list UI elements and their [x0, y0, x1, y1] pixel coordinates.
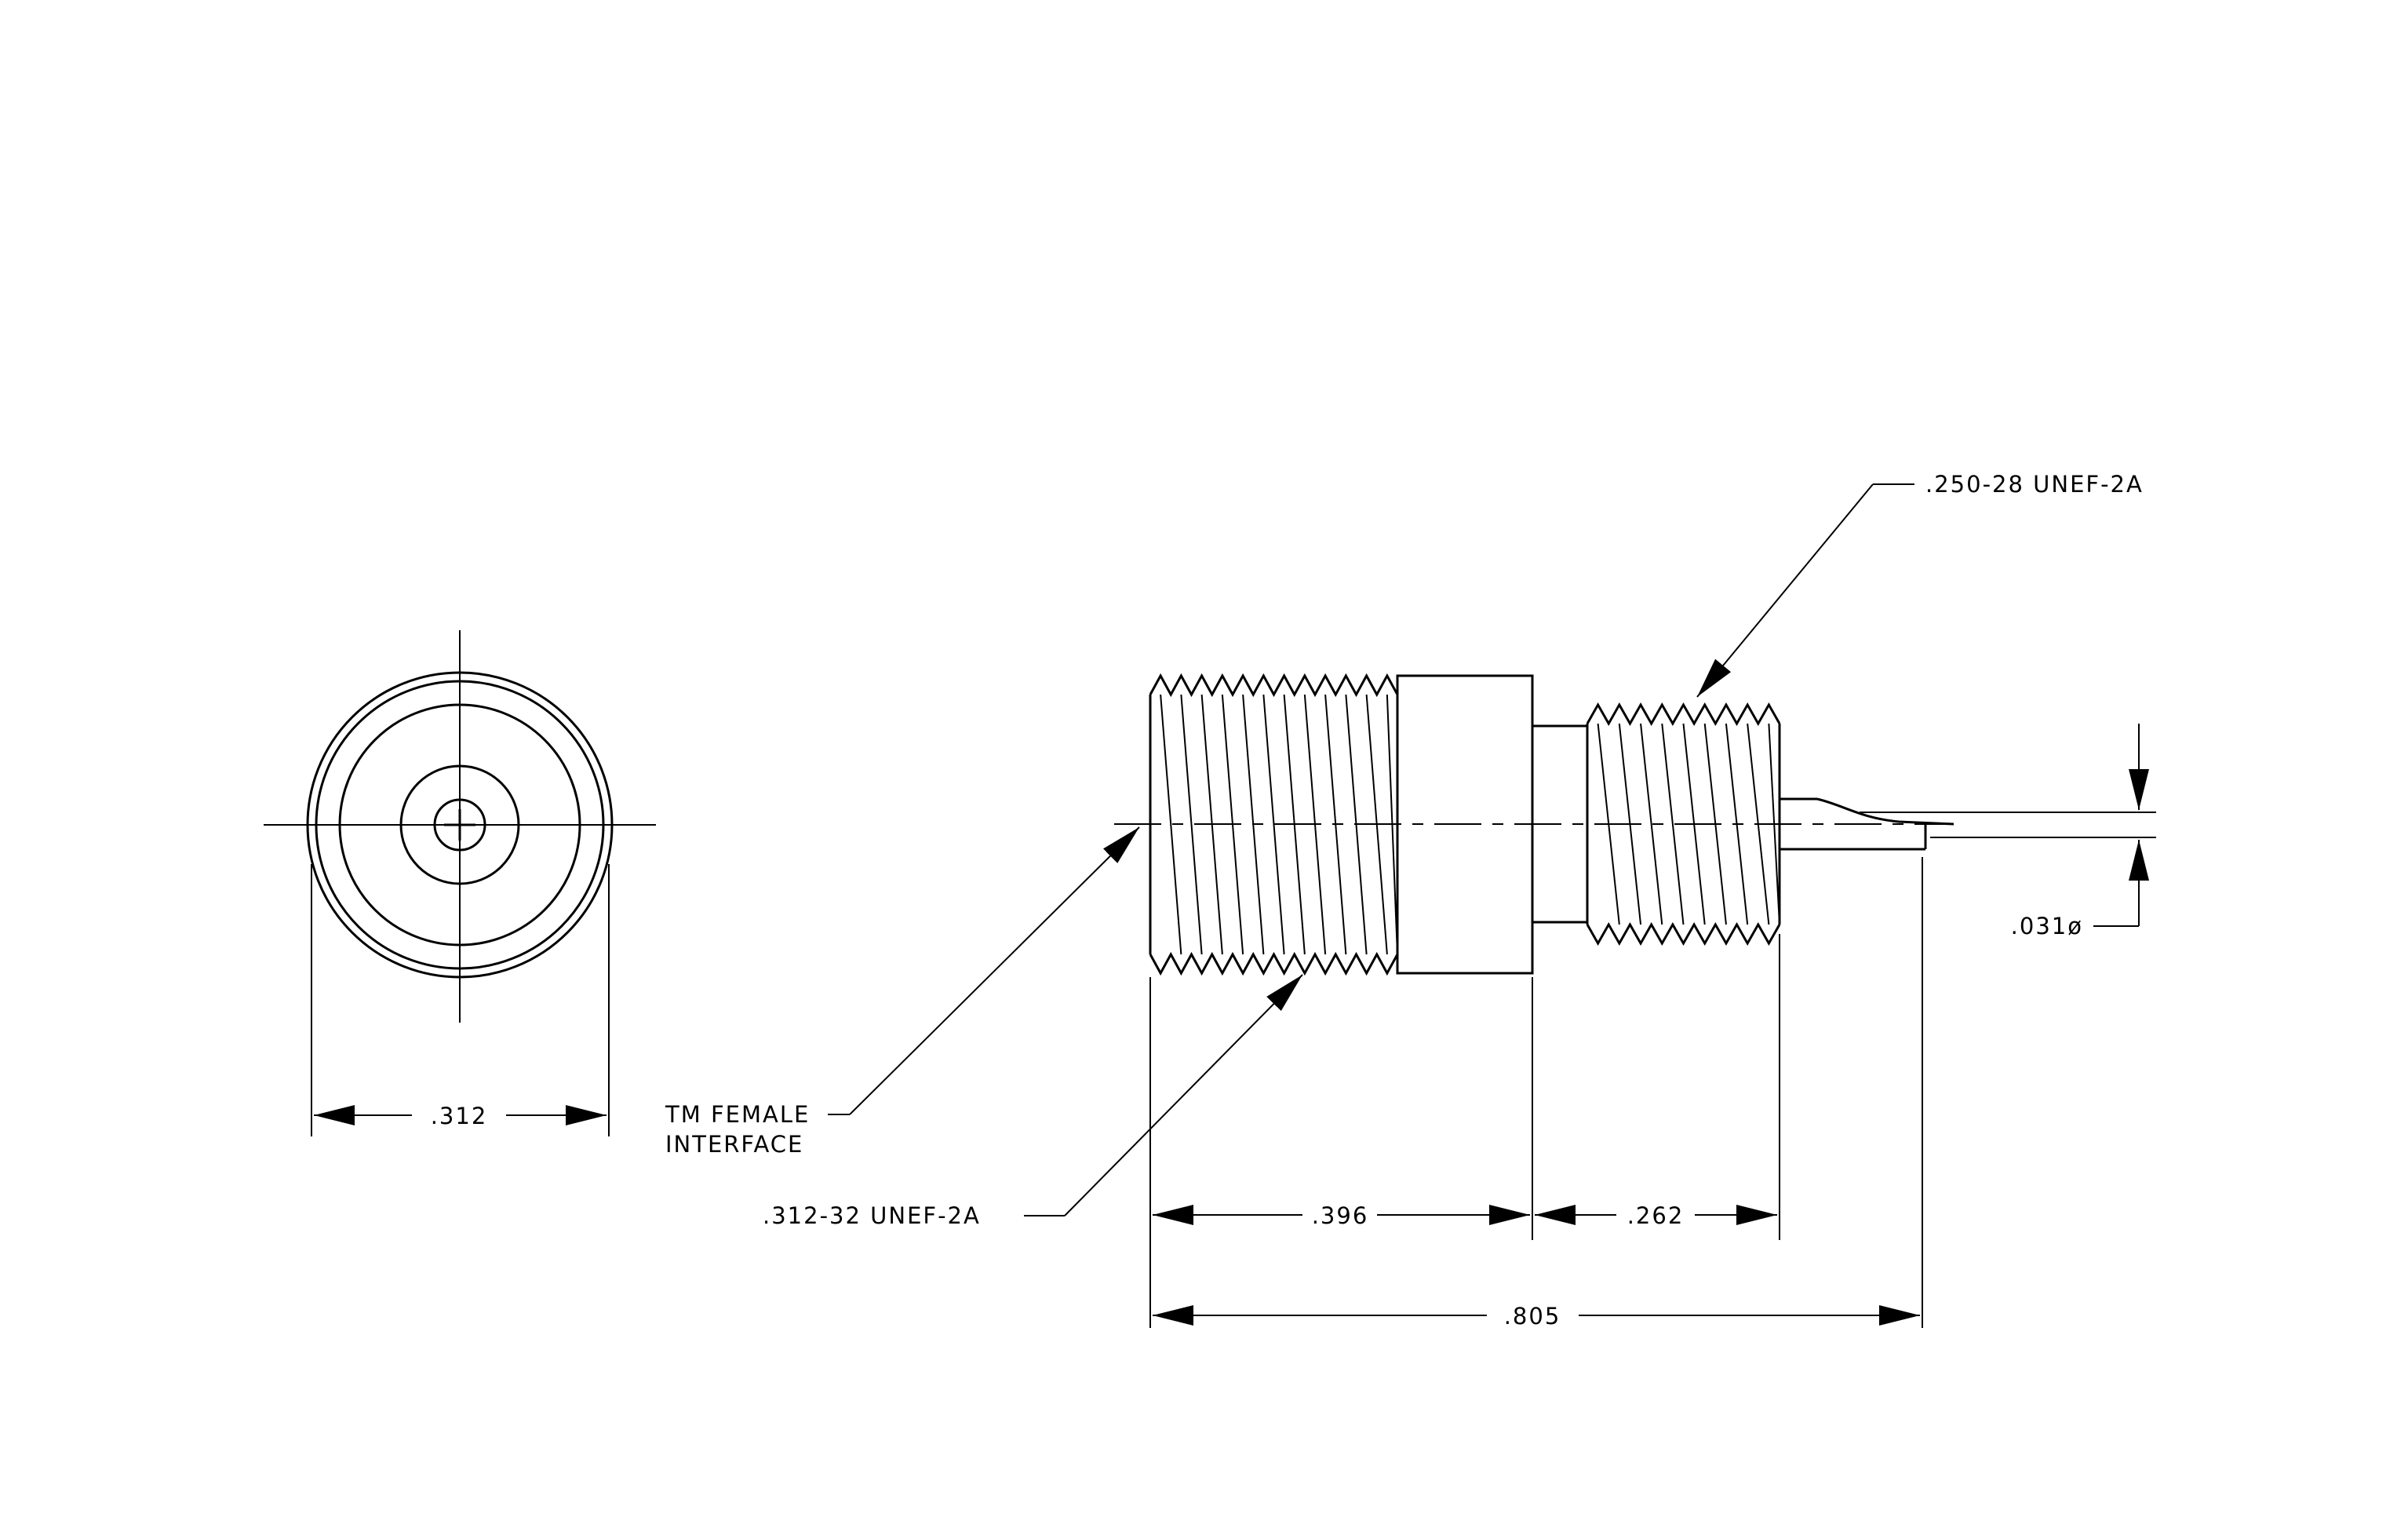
small-thread: [1586, 702, 1781, 947]
dim-pin-diameter-label: .031ø: [2011, 913, 2083, 939]
callout-small-thread: .250-28 UNEF-2A: [1696, 471, 2144, 698]
dim-front-diameter-label: .312: [431, 1103, 488, 1129]
dim-pin-diameter: .031ø: [2011, 724, 2149, 939]
center-pin: [1780, 797, 2156, 851]
callout-small-thread-label: .250-28 UNEF-2A: [1925, 471, 2144, 498]
callout-interface-line1: TM FEMALE: [665, 1101, 810, 1128]
dim-overall-length-label: .805: [1504, 1303, 1561, 1330]
side-view: [1114, 673, 2156, 976]
callout-interface: TM FEMALE INTERFACE: [665, 826, 1140, 1158]
dim-front-diameter: .312: [311, 864, 610, 1136]
dim-body-length: .396: [1149, 977, 1533, 1328]
dim-body-length-label: .396: [1312, 1202, 1369, 1229]
dim-thread-length-label: .262: [1627, 1202, 1685, 1229]
callout-interface-line2: INTERFACE: [665, 1131, 803, 1158]
callout-large-thread: .312-32 UNEF-2A: [763, 974, 1303, 1229]
dim-overall-length: .805: [1153, 857, 1923, 1330]
dim-thread-length: .262: [1535, 934, 1780, 1240]
front-view: [264, 630, 656, 1023]
callout-large-thread-label: .312-32 UNEF-2A: [763, 1202, 981, 1229]
